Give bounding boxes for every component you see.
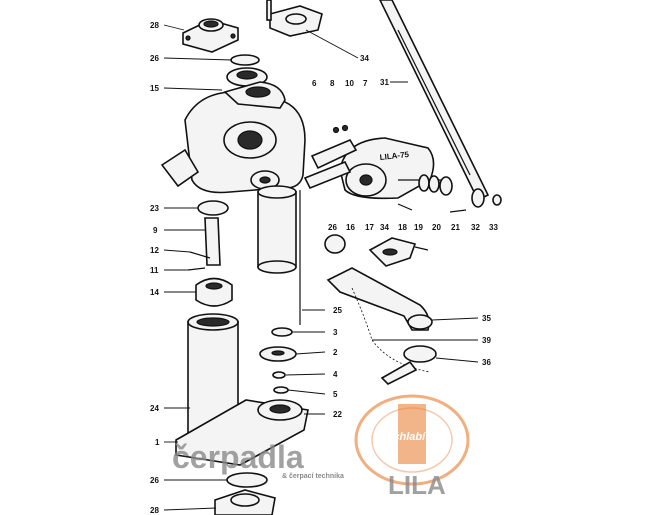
flange-28-top <box>182 18 239 53</box>
callout-4: 4 <box>333 370 338 379</box>
upper-cylinder <box>257 185 297 274</box>
nut-top <box>226 67 268 87</box>
callout-24: 24 <box>150 404 159 413</box>
head-7: LILA-75 <box>339 137 435 200</box>
spindle-parts <box>398 174 502 213</box>
linkage-6-8-10 <box>303 124 358 190</box>
washer-4 <box>272 371 286 379</box>
callout-25: 25 <box>333 306 342 315</box>
chain-39 <box>351 287 431 373</box>
callout-31: 31 <box>380 78 389 87</box>
callout-35: 35 <box>482 314 491 323</box>
watermark-brand: čerpadla <box>172 439 304 475</box>
callouts: 28 26 15 23 9 12 11 14 24 1 26 28 34 31 … <box>150 21 498 515</box>
callout-7: 7 <box>363 79 368 88</box>
callout-8: 8 <box>330 79 335 88</box>
gasket-26-bottom <box>226 472 268 488</box>
watermark-tagline: & čerpací technika <box>282 473 344 480</box>
callout-23: 23 <box>150 204 159 213</box>
callout-39: 39 <box>482 336 491 345</box>
flange-34-top <box>266 0 323 37</box>
callout-33: 33 <box>489 223 498 232</box>
callout-34: 34 <box>360 54 369 63</box>
callout-1: 1 <box>155 438 160 447</box>
flange-18 <box>368 237 417 267</box>
callout-28: 28 <box>150 21 159 30</box>
callout-22: 22 <box>333 410 342 419</box>
coupling-14 <box>195 277 233 307</box>
callout-34b: 34 <box>380 223 389 232</box>
callout-12: 12 <box>150 246 159 255</box>
flange-28-bottom <box>214 489 276 515</box>
pump-body-15 <box>160 81 306 194</box>
bolt-11 <box>187 267 206 271</box>
callout-18: 18 <box>398 223 407 232</box>
callout-17: 17 <box>365 223 374 232</box>
gasket-26-top <box>230 54 260 66</box>
watermark-text: čerpadla & čerpací technika Vrchlabí LIL… <box>172 431 446 500</box>
callout-14: 14 <box>150 288 159 297</box>
callout-15: 15 <box>150 84 159 93</box>
callout-20: 20 <box>432 223 441 232</box>
callout-10: 10 <box>345 79 354 88</box>
cap-36 <box>380 345 437 385</box>
link-9 <box>204 217 221 266</box>
callout-28b: 28 <box>150 506 159 515</box>
callout-26c: 26 <box>328 223 337 232</box>
callout-36: 36 <box>482 358 491 367</box>
washer-5 <box>273 386 289 394</box>
ring-23 <box>197 200 229 216</box>
watermark-product: LILA <box>388 470 446 500</box>
watermark-logo <box>354 394 470 486</box>
callout-9: 9 <box>153 226 158 235</box>
watermark-city: Vrchlabí <box>382 431 427 443</box>
callout-26: 26 <box>150 54 159 63</box>
callout-3: 3 <box>333 328 338 337</box>
callout-2: 2 <box>333 348 338 357</box>
base-1 <box>175 399 309 466</box>
callout-21: 21 <box>451 223 460 232</box>
callout-5: 5 <box>333 390 338 399</box>
lower-cylinder-24 <box>187 313 239 435</box>
pin-12 <box>189 251 211 259</box>
bolt-34 <box>397 203 413 211</box>
callout-26b: 26 <box>150 476 159 485</box>
callout-11: 11 <box>150 266 159 275</box>
washer-3 <box>271 327 293 337</box>
callout-6: 6 <box>312 79 317 88</box>
outlet-pipe-35 <box>326 267 433 331</box>
pump-nameplate: LILA-75 <box>379 150 410 162</box>
callout-32: 32 <box>471 223 480 232</box>
handle-31 <box>379 0 490 202</box>
callout-16: 16 <box>346 223 355 232</box>
callout-19: 19 <box>414 223 423 232</box>
gasket-26-mid <box>324 234 346 254</box>
leader-lines <box>163 24 479 511</box>
